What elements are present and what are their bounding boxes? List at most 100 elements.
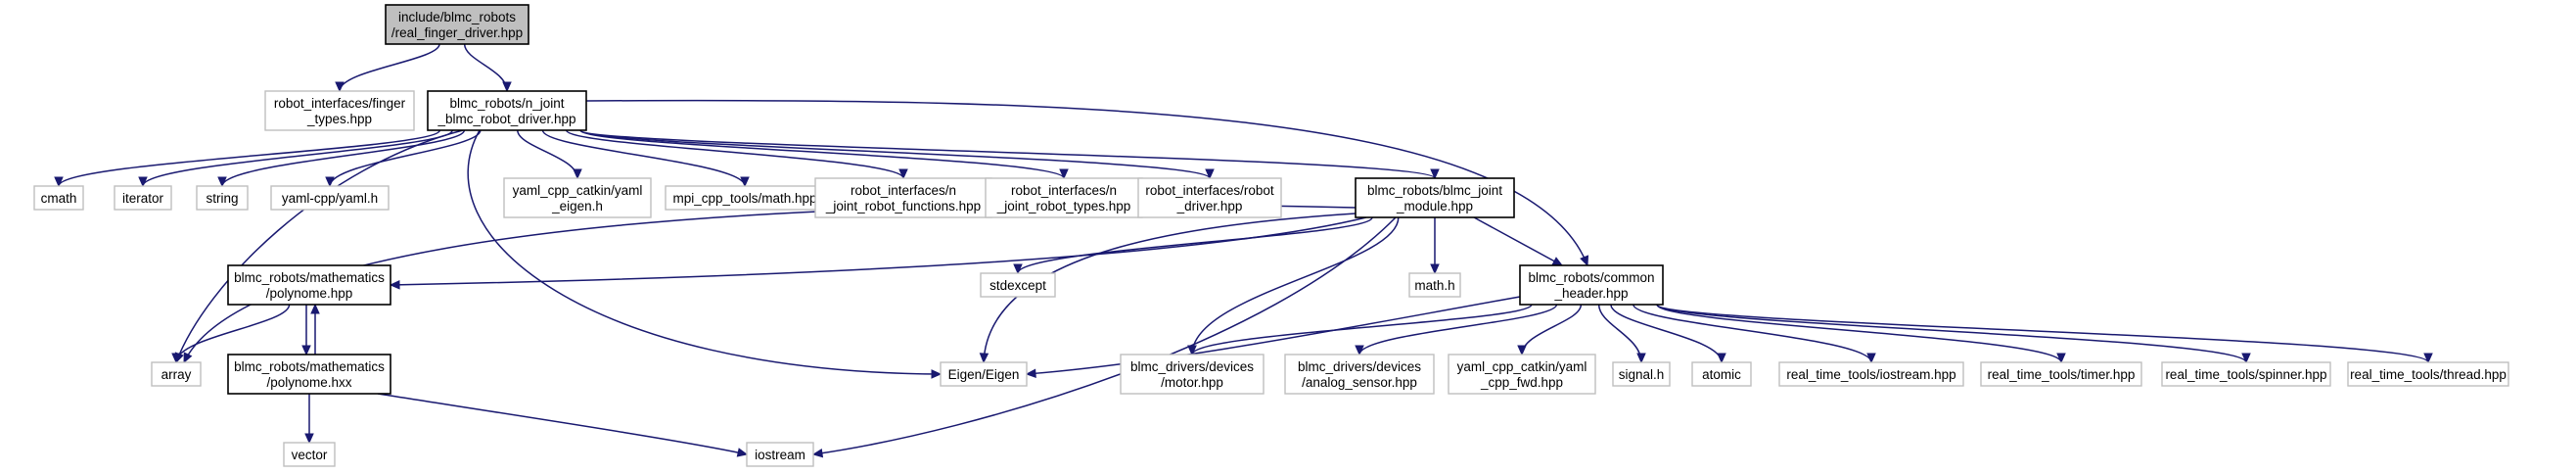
node-label-line: blmc_drivers/devices: [1298, 359, 1421, 374]
node-cmath: cmath: [33, 185, 84, 211]
node-label-line: _cpp_fwd.hpp: [1480, 375, 1563, 390]
arrowhead: [1636, 353, 1646, 364]
edge-line: [1191, 216, 1400, 356]
edge-polyh-to-polyx: [301, 305, 311, 356]
arrowhead: [389, 280, 400, 290]
arrowhead: [1025, 368, 1036, 379]
node-box: [1137, 177, 1282, 218]
node-label-line: /polynome.hxx: [266, 375, 351, 390]
edge-line: [175, 304, 291, 363]
node-box: [114, 185, 172, 211]
arrowhead: [138, 176, 148, 188]
node-box: [270, 185, 390, 211]
edge-line: [585, 99, 1588, 266]
edge-line: [467, 129, 942, 375]
arrowhead: [1430, 168, 1440, 180]
node-box: [1448, 354, 1596, 395]
node-ch[interactable]: blmc_robots/common_header.hpp: [1519, 264, 1664, 306]
node-label-line: blmc_robots/common: [1528, 270, 1654, 285]
edge-line: [377, 393, 748, 455]
edge-bjm-to-math: [1430, 216, 1440, 275]
arrowhead: [1187, 345, 1197, 356]
node-ycce: yaml_cpp_catkin/yaml_eigen.h: [503, 177, 652, 218]
node-label-line: robot_interfaces/finger: [274, 96, 406, 111]
edge-nj-to-iter: [138, 129, 453, 188]
node-label-line: iterator: [122, 191, 164, 206]
node-rd: robot_interfaces/robot_driver.hpp: [1137, 177, 1282, 218]
edge-nj-to-cmath: [54, 129, 441, 188]
node-label-line: _header.hpp: [1553, 286, 1628, 301]
node-label-line: atomic: [1702, 367, 1741, 382]
node-nj[interactable]: blmc_robots/n_joint_blmc_robot_driver.hp…: [427, 90, 587, 131]
node-polyh[interactable]: blmc_robots/mathematics/polynome.hpp: [227, 264, 391, 306]
node-box: [427, 90, 587, 131]
edge-nj-to-str: [217, 129, 466, 188]
node-box: [746, 442, 814, 467]
edge-root-to-nj: [463, 43, 512, 93]
edge-ch-to-rtt: [1656, 304, 2066, 364]
arrowhead: [811, 448, 824, 458]
edge-polyx-to-ios: [377, 393, 749, 457]
edge-ch-to-eig: [1025, 296, 1521, 379]
node-box: [985, 177, 1143, 218]
node-eig: Eigen/Eigen: [940, 361, 1028, 387]
node-label-line: _module.hpp: [1396, 199, 1473, 213]
node-box: [1284, 354, 1435, 395]
node-math: math.h: [1408, 272, 1461, 298]
arrowhead: [931, 369, 943, 379]
node-label-line: signal.h: [1619, 367, 1665, 382]
edge-ch-to-an: [1355, 304, 1558, 356]
node-root[interactable]: include/blmc_robots/real_finger_driver.h…: [385, 4, 529, 45]
node-label-line: include/blmc_robots: [398, 10, 516, 24]
arrowhead: [1430, 263, 1440, 275]
node-box: [283, 442, 336, 467]
node-polyx[interactable]: blmc_robots/mathematics/polynome.hxx: [227, 354, 391, 395]
edge-line: [339, 43, 440, 92]
node-motor: blmc_drivers/devices/motor.hpp: [1120, 354, 1265, 395]
arrowhead: [1355, 345, 1364, 356]
node-box: [196, 185, 249, 211]
arrowhead: [2056, 353, 2066, 364]
node-label-line: real_time_tools/spinner.hpp: [2165, 367, 2326, 382]
edge-nj-to-njrt: [579, 129, 1069, 180]
arrowhead: [573, 168, 582, 180]
node-label-line: robot_interfaces/robot: [1145, 183, 1274, 198]
arrowhead: [1580, 255, 1589, 267]
edge-ch-to-atom: [1610, 304, 1726, 364]
arrowhead: [2241, 353, 2251, 364]
node-label-line: /polynome.hpp: [266, 286, 353, 301]
node-label-line: blmc_robots/mathematics: [234, 359, 385, 374]
node-atom: atomic: [1691, 361, 1752, 387]
edge-nj-to-bjm: [579, 129, 1440, 180]
edge-line: [1633, 304, 1872, 363]
node-box: [227, 264, 391, 306]
edge-nj-to-mpi: [541, 129, 750, 188]
node-box: [2347, 361, 2509, 387]
node-rtth: real_time_tools/thread.hpp: [2347, 361, 2509, 387]
edge-nj-to-ch: [585, 99, 1589, 267]
node-bjm[interactable]: blmc_robots/blmc_joint_module.hpp: [1355, 177, 1515, 218]
edge-line: [1656, 304, 2247, 363]
node-box: [1980, 361, 2142, 387]
node-box: [227, 354, 391, 395]
node-label-line: iostream: [755, 448, 805, 462]
edge-line: [1656, 304, 2062, 363]
edge-ch-to-sig: [1597, 304, 1646, 364]
node-label-line: _types.hpp: [306, 112, 372, 126]
node-an: blmc_drivers/devices/analog_sensor.hpp: [1284, 354, 1435, 395]
node-box: [2161, 361, 2331, 387]
edge-nj-to-yaml: [325, 129, 482, 188]
edge-bjm-to-ch: [1473, 216, 1564, 266]
arrowhead: [740, 176, 750, 188]
edge-polyx-to-vec: [304, 393, 314, 445]
edge-ch-to-rtio: [1633, 304, 1876, 364]
node-box: [151, 361, 202, 387]
node-mpi: mpi_cpp_tools/math.hpp: [665, 185, 825, 211]
node-label-line: mpi_cpp_tools/math.hpp: [672, 191, 816, 206]
node-box: [940, 361, 1028, 387]
node-rts: real_time_tools/spinner.hpp: [2161, 361, 2331, 387]
node-box: [1778, 361, 1964, 387]
edge-nj-to-rd: [579, 129, 1215, 180]
arrowhead: [1717, 353, 1726, 364]
node-ft: robot_interfaces/finger_types.hpp: [264, 90, 415, 131]
